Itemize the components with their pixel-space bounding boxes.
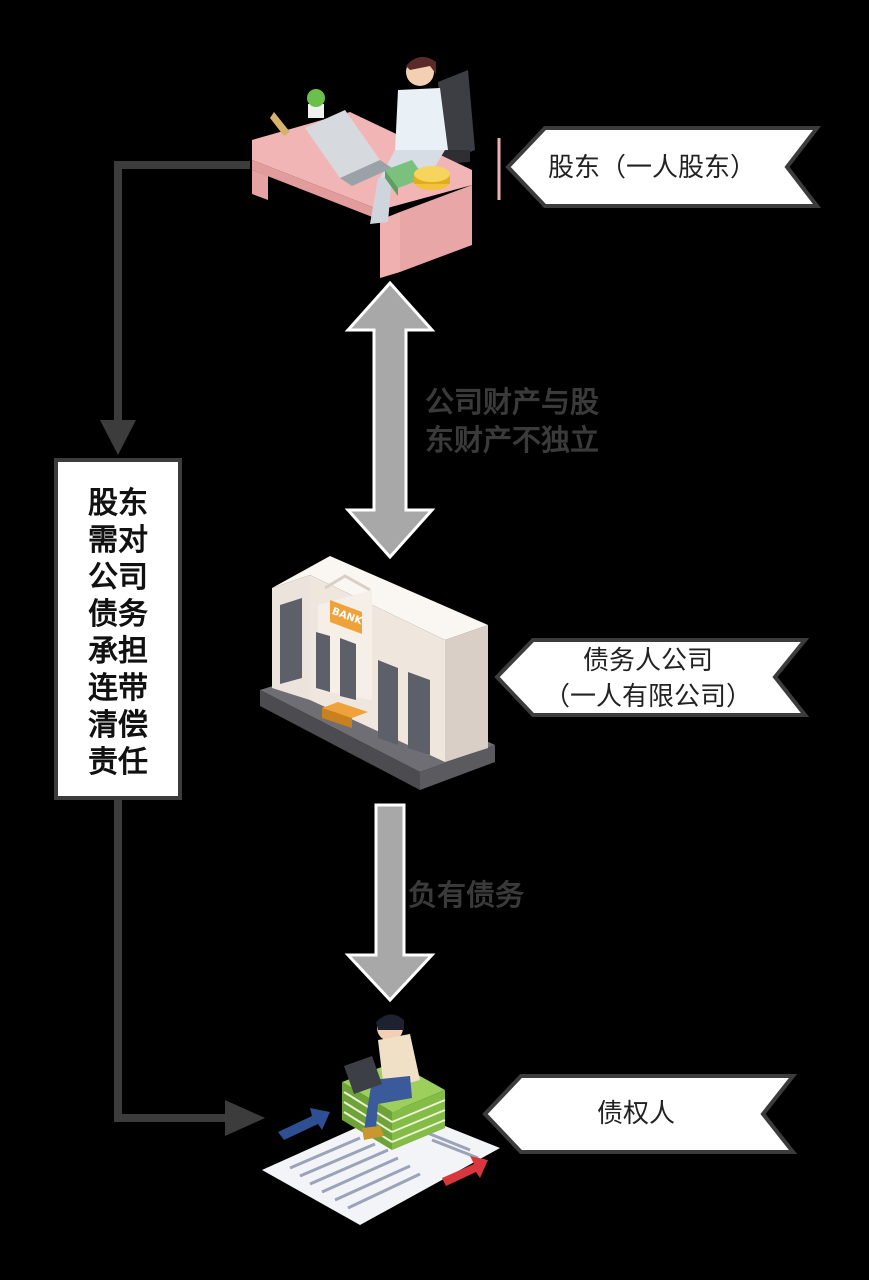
debtor-label: 债务人公司 （一人有限公司） <box>528 643 768 715</box>
liability-text-line: 股东 <box>88 486 148 521</box>
liability-text-line: 公司 <box>88 560 148 595</box>
liability-text-line: 需对 <box>88 523 148 558</box>
creditor-illustration <box>262 1014 500 1225</box>
liability-text: 股东需对公司债务承担连带清偿责任 <box>56 485 180 781</box>
property-label: 公司财产与股 东财产不独立 <box>425 383 599 459</box>
liability-flow-connector <box>100 161 265 1136</box>
creditor-tag-shape <box>482 1074 798 1154</box>
liability-text-line: 债务 <box>88 597 148 632</box>
creditor-label: 债权人 <box>596 1099 675 1129</box>
property-label-line2: 东财产不独立 <box>425 423 600 457</box>
debtor-tag-shape <box>494 638 810 717</box>
liability-box <box>54 458 182 800</box>
shareholder-tag-shape <box>505 126 822 208</box>
debt-label: 负有债务 <box>408 878 525 912</box>
bank-building-illustration <box>260 556 495 790</box>
liability-text-line: 连带 <box>88 671 148 706</box>
debt-down-arrow <box>344 803 436 1003</box>
shareholder-illustration <box>252 56 501 278</box>
liability-text-line: 清偿 <box>88 708 148 743</box>
debtor-label-line1: 债务人公司 <box>582 646 713 676</box>
liability-text-line: 承担 <box>88 634 148 669</box>
property-label-line1: 公司财产与股 <box>425 385 600 419</box>
property-double-arrow <box>344 280 436 560</box>
debtor-label-line2: （一人有限公司） <box>543 682 752 712</box>
liability-text-line: 责任 <box>88 745 148 780</box>
shareholder-label: 股东（一人股东） <box>547 153 756 183</box>
